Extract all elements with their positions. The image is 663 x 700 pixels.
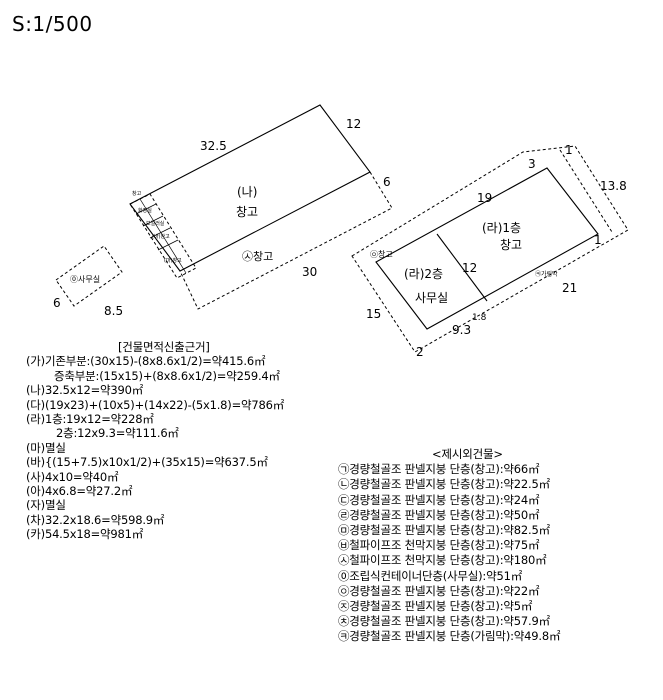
extra-row: ㉥철파이프조 천막지붕 단층(창고):약75㎡ [338,538,540,553]
annex-divider [149,227,171,239]
extra-row: ㉤경량철골조 판넬지붕 단층(창고):약82.5㎡ [338,523,550,538]
building-na-label: (나) [237,185,257,199]
annex-divider [135,203,157,215]
scale-label: S:1/500 [12,12,93,36]
extra-row: ㉪경량철골조 판넬지붕 단층(가림막):약49.8㎡ [338,629,561,644]
annex-label: 화장실 [138,207,152,214]
building-ra2-label: (라)2층 [404,267,443,281]
office-dim-8-5: 8.5 [104,304,123,318]
dim-15: 15 [366,307,381,321]
dim-30: 30 [302,265,317,279]
building-ra-left-label: ㉧창고 [370,250,393,259]
extra-building-list: <제시외건물> ㉠경량철골조 판넬지붕 단층(창고):약66㎡ ㉡경량철골조 판… [338,447,663,645]
building-ra2-name: 사무실 [415,291,448,305]
extra-row: ⓪조립식컨테이너단층(사무실):약51㎡ [338,568,523,583]
area-row: 증축부분:(15x15)+(8x8.6x1/2)=약259.4㎡ [54,368,280,383]
extra-row: ㉧경량철골조 판넬지붕 단층(창고):약22㎡ [338,583,540,598]
dim-19: 19 [477,191,492,205]
building-s-label: ㉦창고 [242,250,273,263]
dim-32-5: 32.5 [200,139,227,153]
dim-2: 2 [416,345,424,359]
annex-divider [142,215,164,227]
area-row: (사)4x10=약40㎡ [26,469,119,484]
building-na-name: 창고 [236,205,258,219]
dim-3: 3 [528,157,536,171]
annex-label: 보일러실 [146,220,165,227]
annex-label: (바)창고 [152,233,170,240]
extra-building-title: <제시외건물> [432,447,503,461]
annex-outline [129,193,197,279]
building-ra1-label: (라)1층 [482,221,521,235]
extra-row: ㉠경량철골조 판넬지붕 단층(창고):약66㎡ [338,462,540,477]
area-row: 2층:12x9.3=약111.6㎡ [56,426,179,441]
dim-1-top: 1 [565,143,573,157]
dim-1-8: 1.8 [472,313,487,323]
area-basis-title: [건물면적신출근거] [118,340,210,354]
dim-6: 6 [383,175,391,189]
annex-divider [157,239,179,251]
area-row: (카)54.5x18=약981㎡ [26,527,144,542]
area-row: (마)멸실 [26,440,66,455]
dim-12-ra: 12 [462,261,477,275]
office-label: ⓪사무실 [70,274,100,284]
dim-21: 21 [562,281,577,295]
dim-12: 12 [346,117,361,131]
building-ra-divider [436,233,488,302]
building-ra1-name: 창고 [500,238,522,252]
extra-row: ㉦철파이프조 천막지붕 단층(창고):약180㎡ [338,553,547,568]
area-row: (다)(19x23)+(10x5)+(14x22)-(5x1.8)=약786㎡ [26,397,285,412]
dim-9-3: 9.3 [452,323,471,337]
extra-row: ㉩경량철골조 판넬지붕 단층(창고):약57.9㎡ [338,614,550,629]
annex-divider [139,198,187,274]
building-ra-outline [375,167,599,330]
area-row: (라)1층:19x12=약228㎡ [26,412,154,427]
building-ra-bottom-label: ㉪가림막 [535,270,558,278]
extra-row: ㉣경량철골조 판넬지붕 단층(창고):약50㎡ [338,507,540,522]
annex-label: (마)창고 [164,257,182,264]
office-dim-6: 6 [53,296,61,310]
building-na-extension [179,171,393,310]
area-row: (나)32.5x12=약390㎡ [26,383,144,398]
area-row: (자)멸실 [26,498,66,513]
office-outline [55,245,123,307]
area-row: (바){(15+7.5)x10x1/2)+(35x15)=약637.5㎡ [26,455,268,470]
area-row: (차)32.2x18.6=약598.9㎡ [26,512,165,527]
building-ra-outer [351,145,629,353]
dim-13-8: 13.8 [600,179,627,193]
area-row: (가)기존부분:(30x15)-(8x8.6x1/2)=약415.6㎡ [26,354,266,369]
annex-label: 창고 [132,190,142,197]
dim-1-right: 1 [594,233,602,247]
extra-row: ㉢경량철골조 판넬지붕 단층(창고):약24㎡ [338,492,540,507]
area-row: (아)4x6.8=약27.2㎡ [26,484,133,499]
area-basis-list: [건물면적신출근거] (가)기존부분:(30x15)-(8x8.6x1/2)=약… [26,340,366,542]
extra-row: ㉡경량철골조 판넬지붕 단층(창고):약22.5㎡ [338,477,550,492]
extra-row: ㉨경량철골조 판넬지붕 단층(창고):약5㎡ [338,599,533,614]
